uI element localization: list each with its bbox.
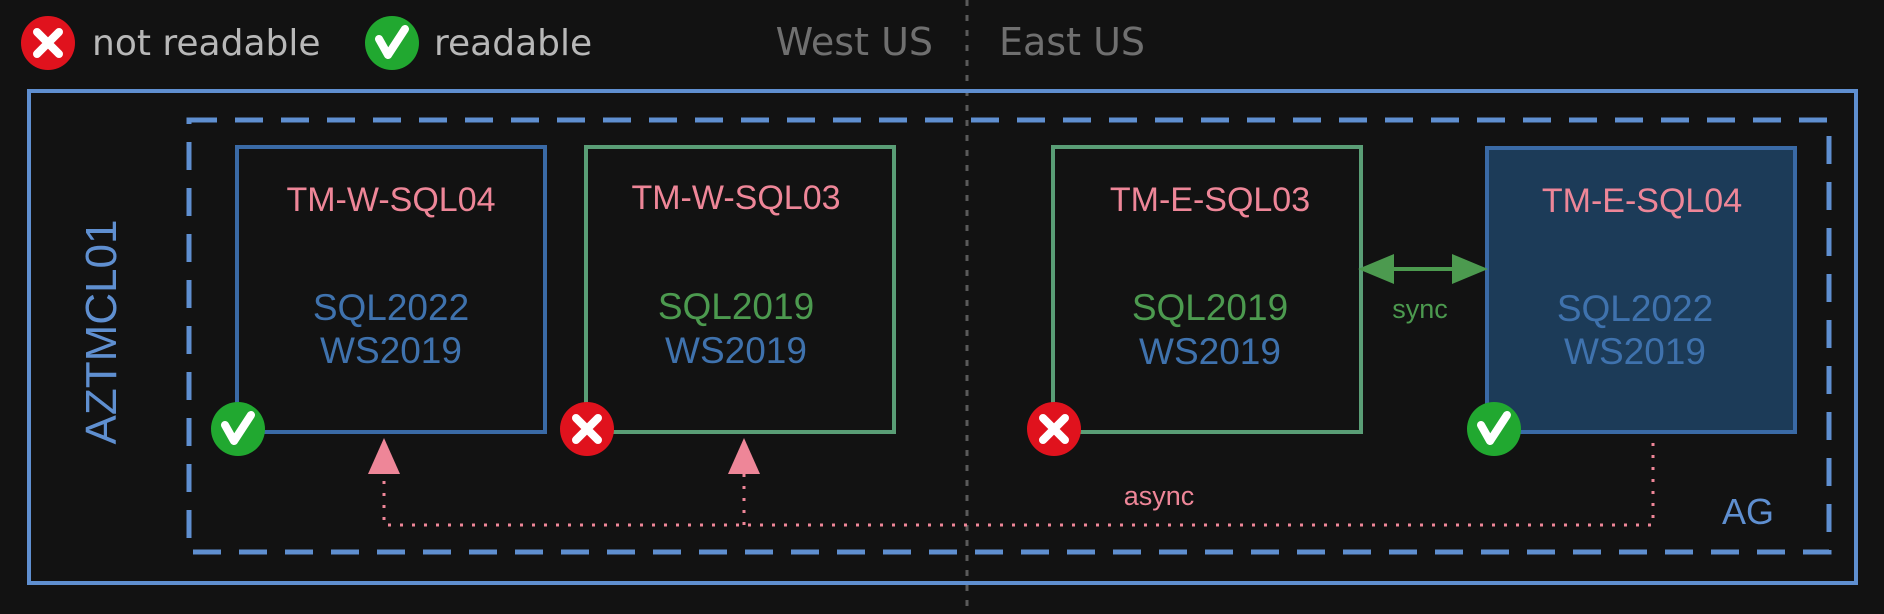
availability-group-boundary — [186, 117, 1832, 555]
not-readable-badge-icon — [21, 16, 75, 70]
async-line — [382, 443, 1655, 527]
node-tm-w-sql04: TM-W-SQL04 SQL2022 WS2019 — [211, 145, 547, 456]
node-sql-version: SQL2019 — [1132, 287, 1288, 328]
sync-arrow-right-icon — [1452, 254, 1488, 284]
legend-readable-label: readable — [434, 23, 592, 64]
async-link: async — [368, 438, 1655, 527]
sync-link: sync — [1358, 254, 1488, 324]
not-readable-x-icon — [1027, 402, 1081, 456]
node-os-version: WS2019 — [320, 330, 462, 371]
async-arrow-w-sql03-icon — [728, 438, 760, 474]
region-west-label: West US — [776, 20, 933, 64]
async-arrow-w-sql04-icon — [368, 438, 400, 474]
cluster-label: AZTMCL01 — [77, 220, 126, 445]
node-os-version: WS2019 — [1564, 331, 1706, 372]
readable-badge-icon — [365, 16, 419, 70]
node-sql-version: SQL2022 — [1557, 288, 1713, 329]
legend: not readable readable — [21, 16, 592, 70]
node-tm-e-sql04: TM-E-SQL04 SQL2022 WS2019 — [1467, 146, 1797, 456]
node-os-version: WS2019 — [1139, 331, 1281, 372]
region-east-label: East US — [999, 20, 1145, 64]
node-box — [1485, 146, 1797, 434]
sync-label: sync — [1392, 294, 1448, 324]
node-name: TM-W-SQL03 — [631, 179, 840, 217]
node-box — [235, 145, 547, 434]
node-sql-version: SQL2019 — [658, 286, 814, 327]
node-box — [1051, 145, 1363, 434]
readable-check-icon — [1467, 402, 1521, 456]
node-tm-w-sql03: TM-W-SQL03 SQL2019 WS2019 — [560, 145, 896, 456]
sync-arrow-left-icon — [1358, 254, 1394, 284]
node-tm-e-sql03: TM-E-SQL03 SQL2019 WS2019 — [1027, 145, 1363, 456]
availability-group-label: AG — [1722, 491, 1774, 532]
node-sql-version: SQL2022 — [313, 287, 469, 328]
readable-check-icon — [211, 402, 265, 456]
node-name: TM-E-SQL03 — [1110, 181, 1310, 219]
node-os-version: WS2019 — [665, 330, 807, 371]
node-box — [584, 145, 896, 434]
not-readable-x-icon — [560, 402, 614, 456]
async-label: async — [1124, 481, 1195, 511]
legend-not-readable-label: not readable — [92, 23, 321, 64]
cluster-boundary — [27, 89, 1858, 585]
node-name: TM-W-SQL04 — [286, 181, 495, 219]
node-name: TM-E-SQL04 — [1542, 182, 1742, 220]
